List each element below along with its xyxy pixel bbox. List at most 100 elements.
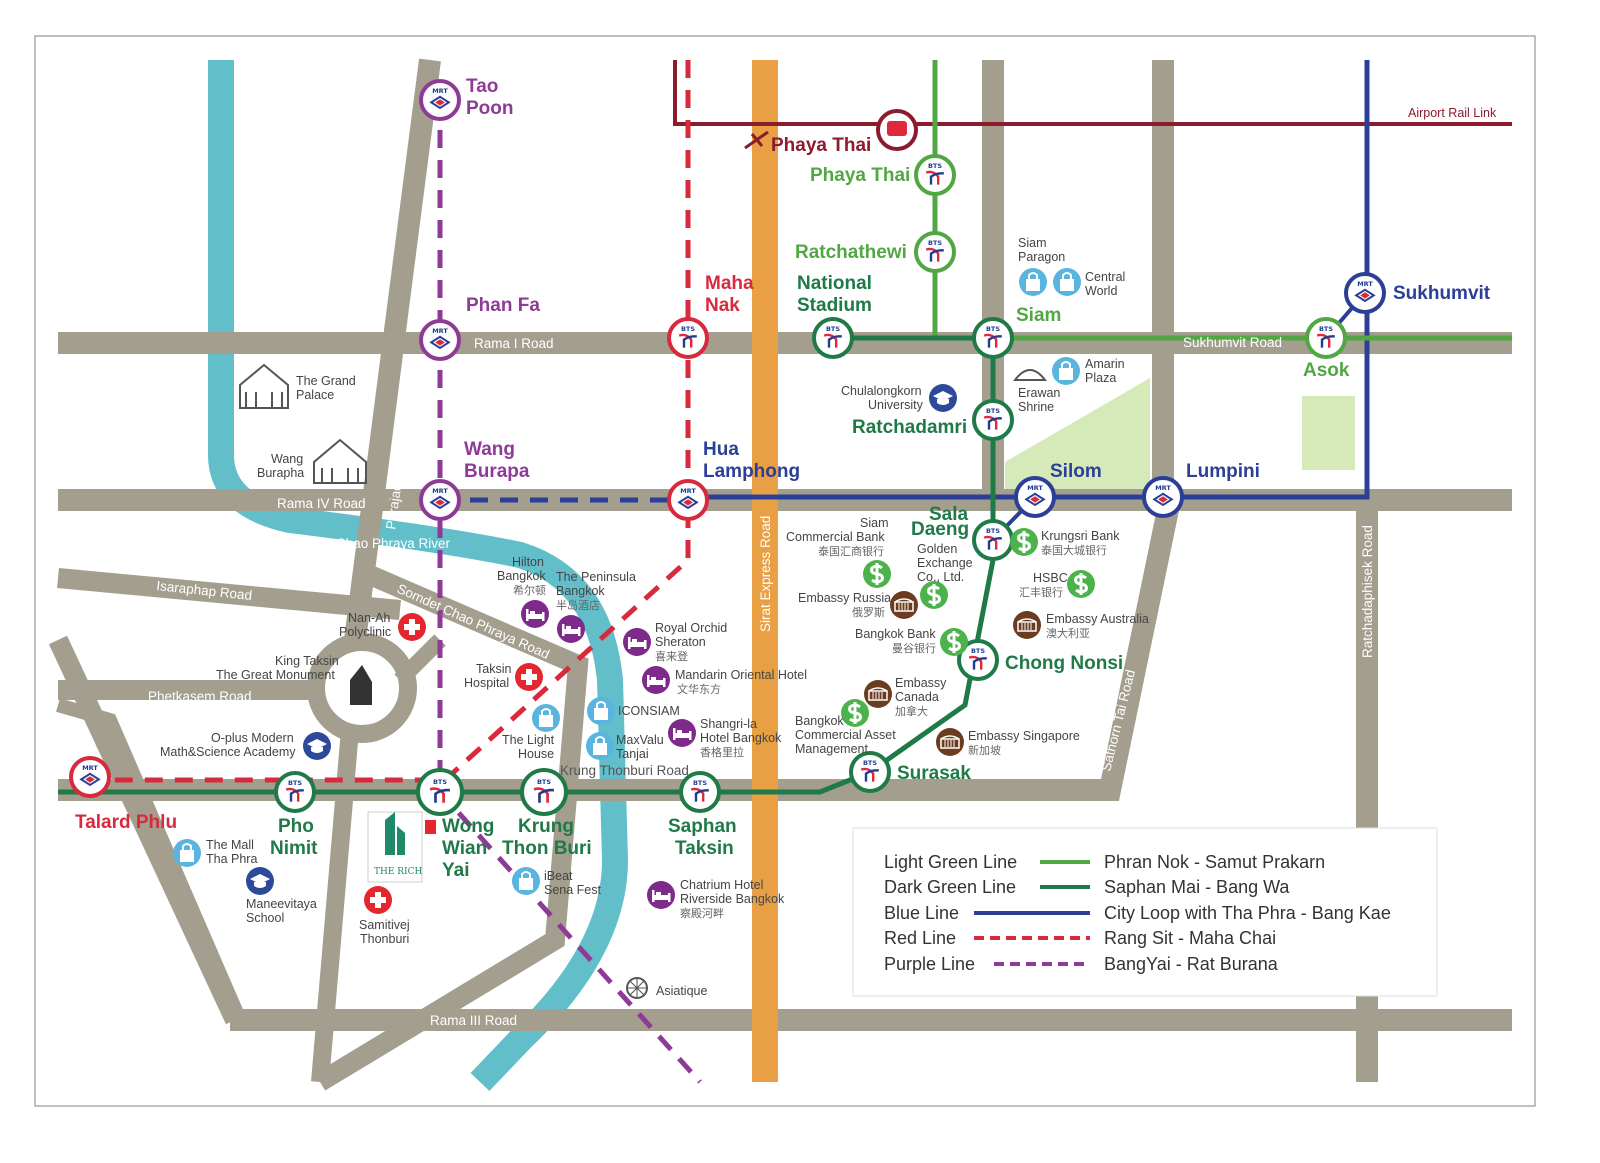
poi-label: 希尔顿 [513, 583, 546, 597]
poi-label: 泰国大城银行 [1041, 543, 1107, 557]
station-talard-phlu[interactable]: MRT [69, 756, 111, 798]
hospital-icon [364, 886, 392, 914]
legend-desc: BangYai - Rat Burana [1104, 954, 1279, 974]
station-chong-nonsi[interactable]: BTS [957, 639, 999, 681]
bank-icon [1009, 527, 1039, 557]
embassy-icon [935, 727, 965, 757]
station-phaya-thai-arl[interactable] [876, 109, 918, 151]
embassy-icon [1012, 610, 1042, 640]
road-network [48, 58, 1512, 1091]
embassy-icon [863, 679, 893, 709]
station-label: Burapa [464, 461, 530, 482]
station-krung-thon-buri[interactable]: BTS [520, 768, 568, 816]
station-label: Hua [703, 439, 739, 460]
station-wang-burapa[interactable]: MRT [419, 479, 461, 521]
station-sala-daeng[interactable]: BTS [972, 519, 1014, 561]
station-label: Ratchadamri [852, 417, 967, 438]
legend-name: Light Green Line [884, 852, 1017, 872]
poi-label: Burapha [257, 466, 304, 480]
station-label: Surasak [897, 763, 971, 784]
poi-label: Samitivej [359, 918, 410, 932]
station-lumpini[interactable]: MRT [1142, 476, 1184, 518]
bts-badge: BTS [863, 759, 877, 767]
label-rama-i-road: Rama I Road [474, 336, 554, 351]
poi-label: Royal Orchid [655, 621, 727, 635]
station-maha-nak[interactable]: BTS [667, 317, 709, 359]
poi-label: Maneevitaya [246, 897, 317, 911]
station-ratchadamri[interactable]: BTS [972, 399, 1014, 441]
poi-label: Taksin [476, 662, 511, 676]
label-sirat-express-road: Sirat Express Road [758, 516, 773, 632]
poi-label: The Peninsula [556, 570, 636, 584]
legend-desc: Phran Nok - Samut Prakarn [1104, 852, 1325, 872]
station-saphan-taksin[interactable]: BTS [679, 771, 721, 813]
poi-label: Riverside Bangkok [680, 892, 785, 906]
station-label: Lamphong [703, 461, 800, 482]
bts-badge: BTS [288, 779, 302, 787]
bts-badge: BTS [928, 162, 942, 170]
legend-desc: Rang Sit - Maha Chai [1104, 928, 1276, 948]
poi-label: Tha Phra [206, 852, 257, 866]
label-sukhumvit-road: Sukhumvit Road [1183, 335, 1282, 350]
chao-phraya-river [208, 60, 629, 1091]
poi-label: 香格里拉 [700, 745, 744, 759]
station-label: Lumpini [1186, 461, 1260, 482]
poi-label: 喜来登 [655, 649, 688, 663]
station-label: Nimit [270, 838, 318, 859]
station-tao-poon[interactable]: MRT [419, 79, 461, 121]
station-silom[interactable]: MRT [1014, 476, 1056, 518]
palace-icon [239, 363, 289, 409]
label-airport-rail-link: Airport Rail Link [1408, 106, 1497, 120]
poi-label: Bangkok Bank [855, 627, 936, 641]
poi-label: 澳大利亚 [1046, 626, 1090, 640]
poi-label: World [1085, 284, 1117, 298]
shopping-bag-icon [172, 838, 202, 868]
poi-label: Embassy Russia [798, 591, 891, 605]
poi-label: O-plus Modern [211, 731, 294, 745]
poi-label: 加拿大 [895, 704, 928, 718]
mrt-badge: MRT [432, 487, 448, 495]
graduation-cap-icon [929, 384, 957, 412]
bts-badge: BTS [826, 325, 840, 333]
station-siam[interactable]: BTS [972, 317, 1014, 359]
shopping-bag-icon [585, 731, 615, 761]
poi-label: The Grand [296, 374, 356, 388]
station-pho-nimit[interactable]: BTS [274, 771, 316, 813]
station-hua-lamphong[interactable]: MRT [667, 479, 709, 521]
shrine-icon [1012, 369, 1048, 381]
station-national-stadium[interactable]: BTS [812, 317, 854, 359]
station-label: Pho [278, 816, 314, 837]
the-rich-label: THE RICH [374, 867, 423, 877]
bank-icon [939, 627, 969, 657]
hotel-icon [623, 628, 651, 656]
station-label: Stadium [797, 295, 872, 316]
station-label: Wong [442, 816, 494, 837]
poi-label: Asiatique [656, 984, 707, 998]
shopping-bag-icon [1018, 267, 1048, 297]
station-surasak[interactable]: BTS [849, 751, 891, 793]
station-label: Sala [929, 504, 969, 525]
park [1302, 396, 1355, 470]
poi-label: Central [1085, 270, 1125, 284]
poi-label: Nan-Ah [348, 611, 390, 625]
poi-label: Krungsri Bank [1041, 529, 1120, 543]
station-asok[interactable]: BTS [1305, 317, 1347, 359]
station-ratchathewi[interactable]: BTS [914, 231, 956, 273]
legend-name: Blue Line [884, 903, 959, 923]
poi-label: Hospital [464, 676, 509, 690]
airport-rail-link-line [673, 60, 1512, 126]
mrt-badge: MRT [1155, 484, 1171, 492]
bts-badge: BTS [537, 778, 551, 786]
station-wong-wian-yai[interactable]: BTS [416, 768, 464, 816]
poi-label: Paragon [1018, 250, 1065, 264]
bts-badge: BTS [681, 325, 695, 333]
poi-label: Bangkok [795, 714, 844, 728]
station-phan-fa[interactable]: MRT [419, 319, 461, 361]
legend-desc: Saphan Mai - Bang Wa [1104, 877, 1290, 897]
graduation-cap-icon [246, 867, 274, 895]
station-phaya-thai-bts[interactable]: BTS [914, 154, 956, 196]
isaraphap-road [57, 568, 401, 620]
station-sukhumvit[interactable]: MRT [1344, 272, 1386, 314]
poi-label: Bangkok [497, 569, 546, 583]
poi-label: 新加坡 [968, 743, 1001, 757]
